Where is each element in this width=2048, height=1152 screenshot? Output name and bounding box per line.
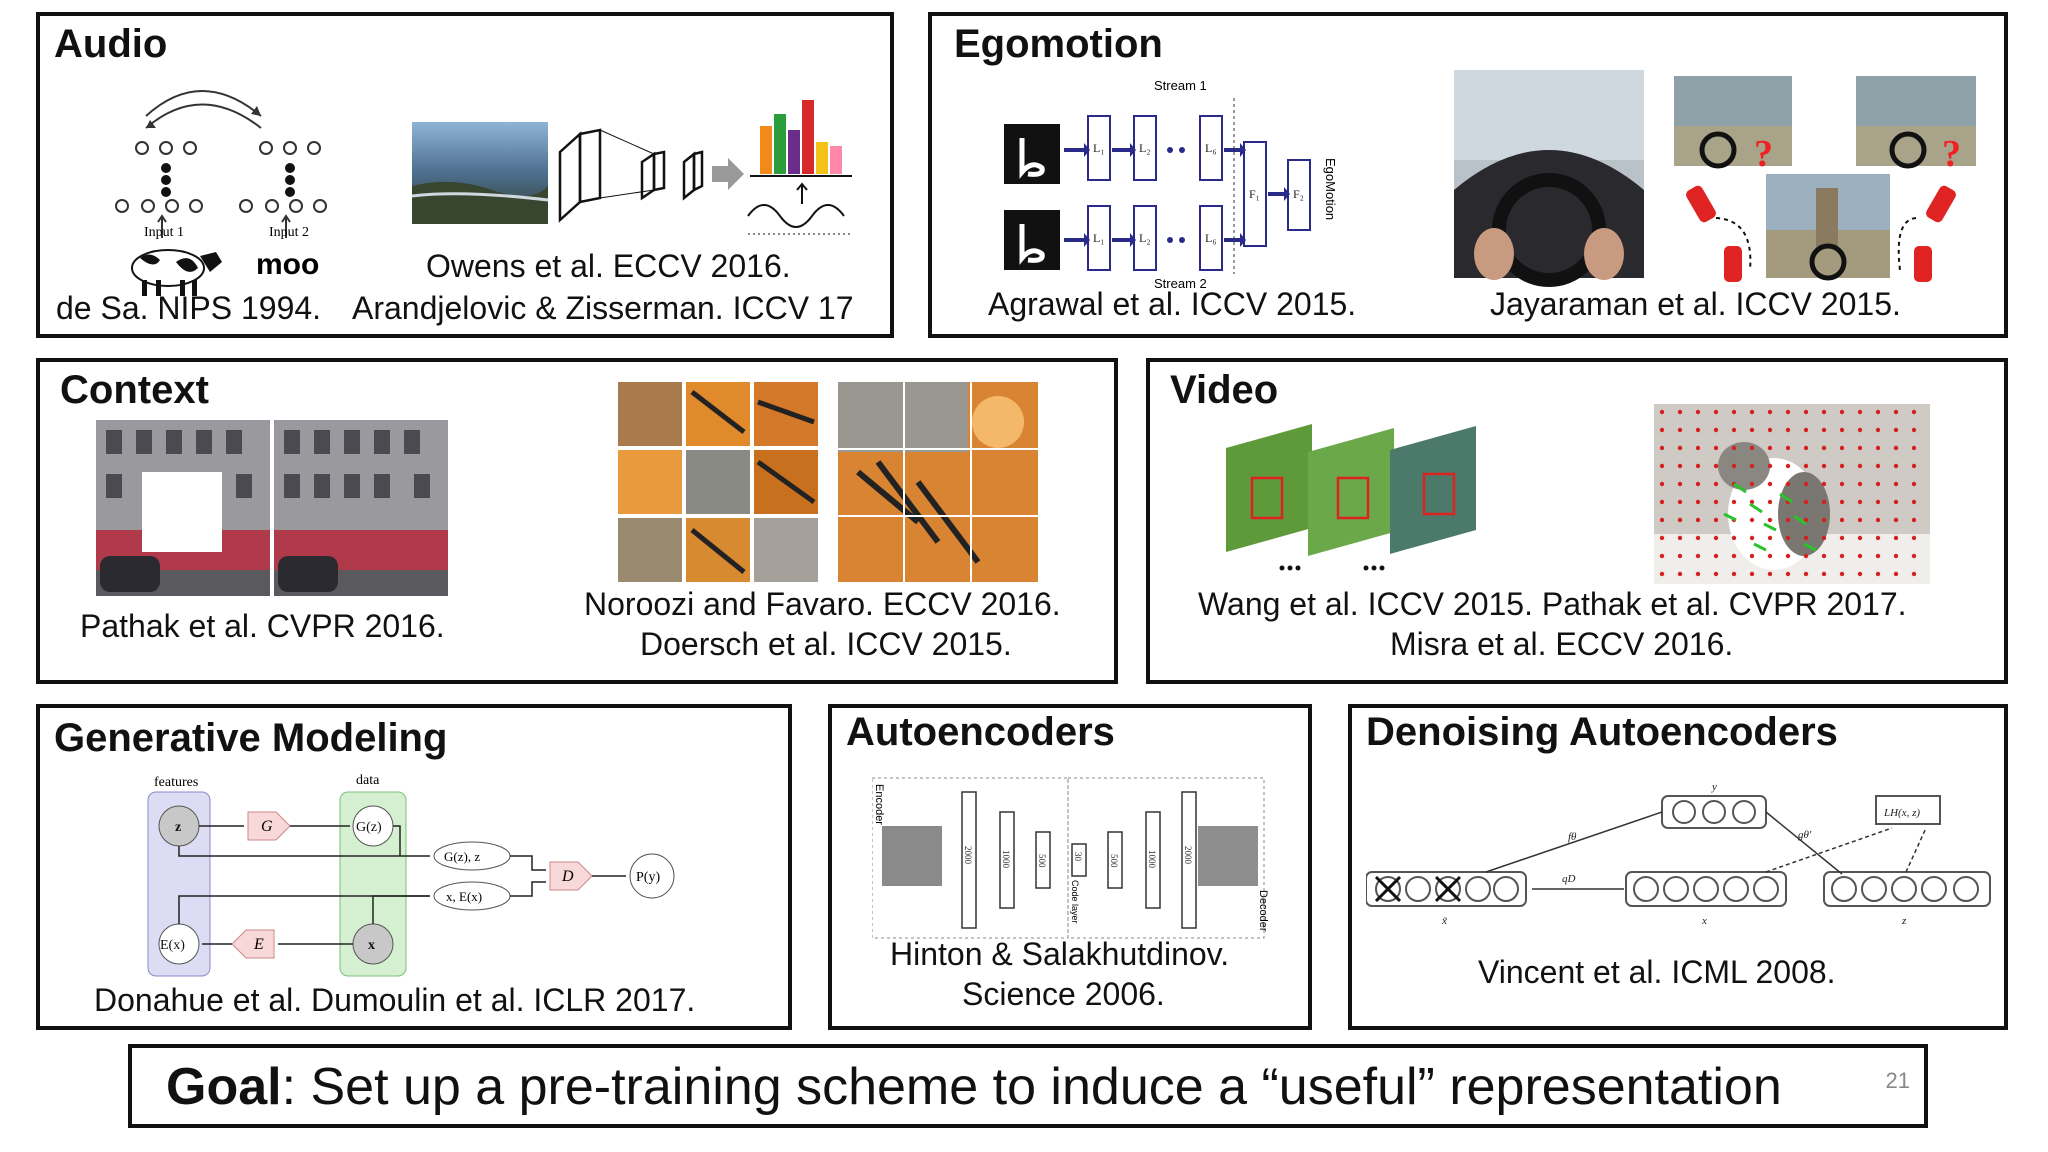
audio-title: Audio [54, 22, 168, 66]
denoising-title: Denoising Autoencoders [1366, 710, 1838, 754]
svg-text:fθ: fθ [1568, 831, 1577, 843]
video-cite-wang-pathak: Wang et al. ICCV 2015. Pathak et al. CVP… [1198, 586, 1907, 622]
stream1-label: Stream 1 [1154, 78, 1207, 93]
context-pathak-images [96, 420, 448, 596]
video-wang-frames [1226, 424, 1476, 571]
context-cite-doersch: Doersch et al. ICCV 2015. [640, 626, 1012, 662]
egomotion-jayaraman-images: ?? [1454, 70, 1976, 287]
encoder-label: Encoder [873, 784, 885, 825]
video-cat-flow [1654, 404, 1930, 584]
svg-text:y: y [1711, 781, 1717, 793]
audio-cite-owens: Owens et al. ECCV 2016. [426, 248, 791, 284]
generative-cite: Donahue et al. Dumoulin et al. ICLR 2017… [94, 982, 696, 1018]
svg-text:L₂: L₂ [1139, 231, 1151, 245]
context-jigsaw-images [618, 382, 1038, 582]
svg-text:2000: 2000 [1183, 846, 1193, 865]
egomotion-output-label: EgoMotion [1323, 158, 1338, 220]
svg-text:z: z [175, 820, 181, 835]
audio-owens-diagram [412, 100, 852, 235]
svg-text:x, E(x): x, E(x) [446, 889, 482, 904]
svg-text:G(z), z: G(z), z [444, 849, 480, 864]
tiger-jigsaw-shuffled [618, 382, 818, 582]
svg-text:LH(x, z): LH(x, z) [1883, 807, 1920, 819]
svg-text:x: x [368, 938, 375, 953]
context-title: Context [60, 368, 209, 412]
audio-bars [760, 100, 842, 174]
audio-cite-arandjelovic: Arandjelovic & Zisserman. ICCV 17 [352, 290, 854, 326]
svg-text:D: D [561, 868, 574, 885]
svg-text:L₂: L₂ [1139, 141, 1151, 155]
svg-text:qD: qD [1562, 873, 1576, 885]
tiger-jigsaw-solved [838, 382, 1038, 582]
input1-label: Input 1 [144, 225, 184, 240]
svg-text:?: ? [1942, 133, 1961, 175]
context-cite-pathak: Pathak et al. CVPR 2016. [80, 608, 445, 644]
bigan-diagram: features data zE(x) G(z) x G E G(z), z x,… [147, 774, 675, 977]
input2-label: Input 2 [269, 225, 309, 240]
egomotion-agrawal-diagram: Stream 1 Stream 2 L₁ L₂ L₆ L₁ L₂ L₆ F₁ F₂ Ego… [1004, 78, 1338, 291]
egomotion-cite-agrawal: Agrawal et al. ICCV 2015. [988, 286, 1357, 322]
denoising-cite: Vincent et al. ICML 2008. [1478, 954, 1836, 990]
svg-text:z: z [1901, 915, 1907, 927]
building-photo-inpainted [274, 420, 448, 596]
svg-text:x̃: x̃ [1441, 915, 1448, 927]
svg-text:E: E [253, 936, 264, 953]
egomotion-cite-jayaraman: Jayaraman et al. ICCV 2015. [1490, 286, 1901, 322]
context-panel: Context [36, 358, 1118, 684]
denoising-panel: Denoising Autoencoders y fθ gθ' qD LH(x, z)… [1348, 704, 2008, 1030]
code-layer-label: Code layer [1070, 880, 1080, 924]
video-title: Video [1170, 368, 1279, 412]
output-face-image [1198, 826, 1258, 886]
audio-desa-diagram: Input 1 Input 2 moo [115, 90, 327, 296]
building-photo-masked [96, 420, 270, 596]
context-cite-noroozi: Noroozi and Favaro. ECCV 2016. [584, 586, 1061, 622]
svg-text:30: 30 [1073, 852, 1083, 862]
egomotion-panel: Egomotion Stream 1 Stream 2 L₁ L₂ L₆ L₁ L₂ L… [928, 12, 2008, 338]
page-number: 21 [1885, 1068, 1910, 1093]
goal-label: Goal [166, 1058, 282, 1116]
svg-text:E(x): E(x) [160, 938, 185, 953]
autoencoders-title: Autoencoders [846, 710, 1115, 754]
svg-text:500: 500 [1037, 854, 1047, 868]
svg-text:G(z): G(z) [356, 820, 382, 835]
autoencoders-cite-hinton: Hinton & Salakhutdinov. [890, 936, 1230, 972]
input-face-image [882, 826, 942, 886]
cow-image [131, 249, 222, 296]
decoder-label: Decoder [1257, 890, 1269, 932]
egomotion-title: Egomotion [954, 22, 1163, 66]
svg-text:500: 500 [1109, 854, 1119, 868]
svg-text:x: x [1701, 915, 1707, 927]
audio-cite-desa: de Sa. NIPS 1994. [56, 290, 322, 326]
autoencoders-panel: Autoencoders Encoder Decoder 2000 1000 5… [828, 704, 1312, 1030]
moo-label: moo [256, 248, 319, 281]
svg-text:1000: 1000 [1147, 850, 1157, 869]
flow-dot-grid [1659, 409, 1917, 577]
features-label: features [154, 775, 198, 790]
svg-text:gθ': gθ' [1798, 829, 1812, 841]
svg-text:1000: 1000 [1001, 850, 1011, 869]
audio-panel: Audio Input 1 Input 2 moo [36, 12, 894, 338]
svg-text:L₆: L₆ [1205, 231, 1217, 245]
autoencoders-cite-science: Science 2006. [962, 976, 1165, 1012]
svg-text:L₁: L₁ [1093, 231, 1105, 245]
svg-text:?: ? [1754, 133, 1773, 175]
denoising-diagram: y fθ gθ' qD LH(x, z) x̃ x z [1366, 781, 1991, 927]
svg-text:2000: 2000 [963, 846, 973, 865]
svg-text:P(y): P(y) [636, 870, 660, 885]
svg-text:L₆: L₆ [1205, 141, 1217, 155]
svg-text:F₁: F₁ [1249, 187, 1260, 201]
svg-text:L₁: L₁ [1093, 141, 1105, 155]
autoencoder-diagram: Encoder Decoder 2000 1000 500 30 500 100… [872, 777, 1269, 939]
video-cite-misra: Misra et al. ECCV 2016. [1390, 626, 1734, 662]
data-label: data [356, 774, 380, 788]
goal-banner: Goal: Set up a pre-training scheme to in… [128, 1044, 1928, 1128]
goal-text: : Set up a pre-training scheme to induce… [281, 1058, 1782, 1116]
stream2-label: Stream 2 [1154, 276, 1207, 291]
video-panel: Video Wang et al. ICCV 2015. Pathak et a… [1146, 358, 2008, 684]
svg-text:F₂: F₂ [1293, 187, 1304, 201]
generative-title: Generative Modeling [54, 716, 448, 760]
svg-text:G: G [261, 818, 273, 835]
